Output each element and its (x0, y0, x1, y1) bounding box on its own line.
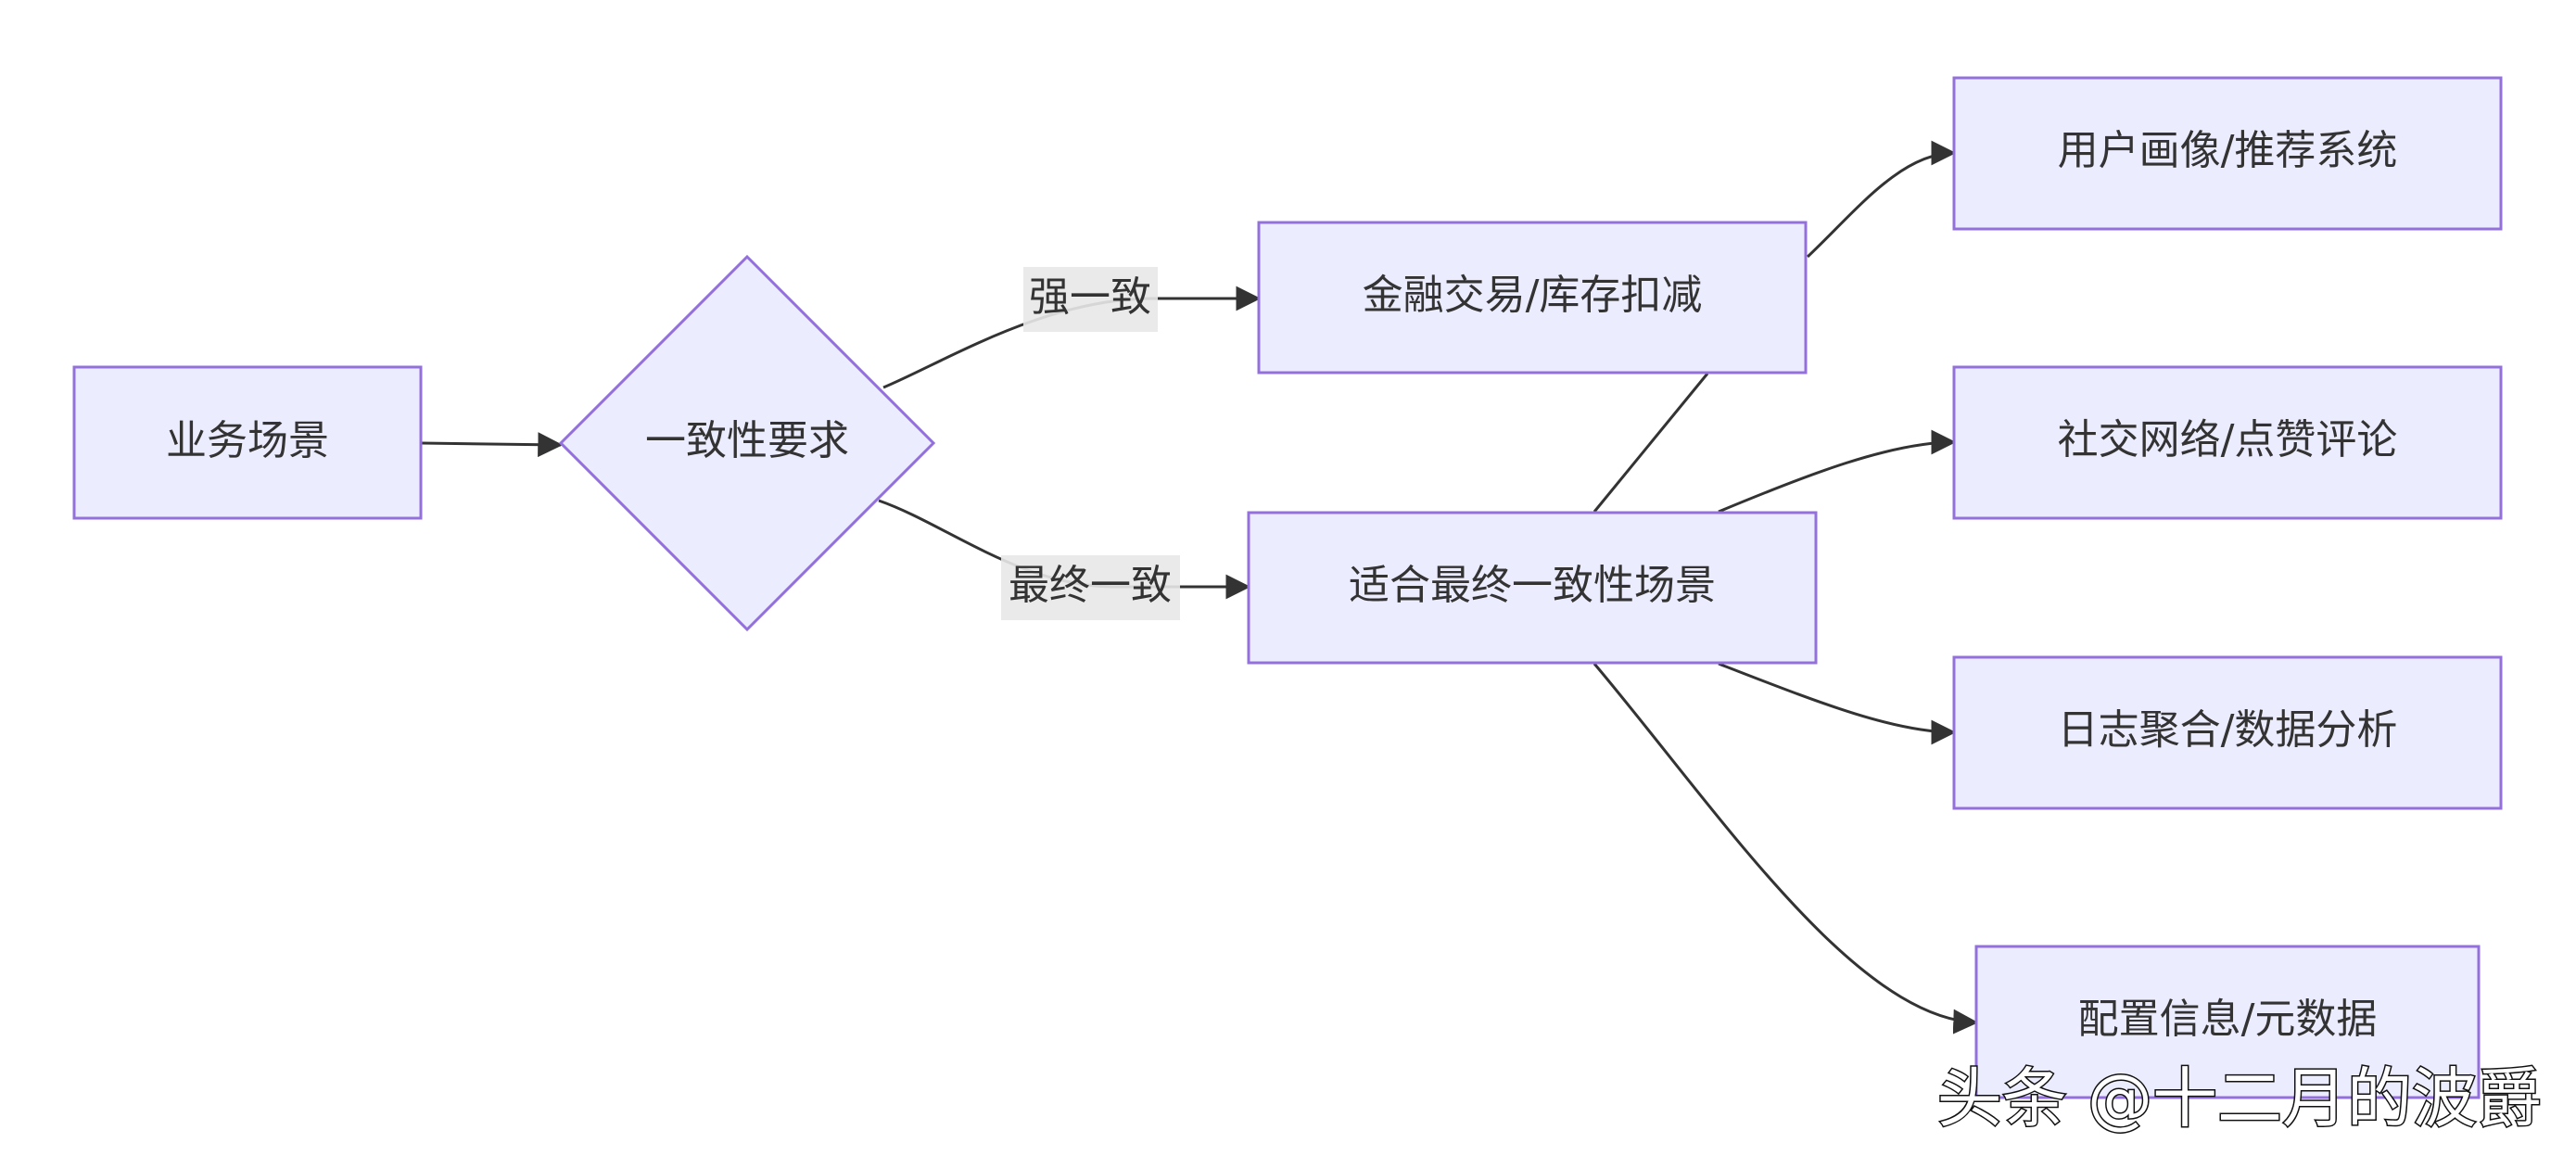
node-business-label: 业务场景 (166, 417, 329, 464)
edge-label-eventual-bg (1001, 555, 1180, 620)
node-finance-label: 金融交易/库存扣减 (1363, 272, 1703, 319)
edges (421, 140, 1979, 1035)
node-config-box (1974, 945, 2481, 1099)
node-profile-box (1952, 76, 2503, 231)
node-logs-label: 日志聚合/数据分析 (2058, 706, 2398, 754)
edge-eventual-to-logs (1718, 662, 1957, 745)
node-logs: 日志聚合/数据分析 (1952, 655, 2503, 810)
node-consistency-diamond (558, 254, 936, 632)
node-eventual-label: 适合最终一致性场景 (1349, 562, 1716, 609)
edge-eventual-up-to-finance (1593, 373, 1709, 513)
edge-finance-to-profile (1806, 140, 1957, 259)
node-social-box (1952, 365, 2503, 520)
node-profile-label: 用户画像/推荐系统 (2058, 127, 2398, 174)
node-eventual: 适合最终一致性场景 (1247, 511, 1818, 665)
edge-eventual-to-social (1718, 429, 1957, 514)
edge-eventual-to-config (1593, 663, 1979, 1035)
edge-label-strong: 强一致 (1023, 267, 1158, 332)
node-logs-box (1952, 655, 2503, 810)
edge-label-eventual: 最终一致 (1001, 555, 1180, 620)
node-eventual-box (1247, 511, 1818, 665)
node-consistency: 一致性要求 (558, 254, 936, 632)
watermark: 头条 @十二月的波爵 (1937, 1060, 2542, 1136)
node-business: 业务场景 (72, 365, 423, 520)
node-business-box (72, 365, 423, 520)
edge-business-to-consistency (421, 432, 564, 458)
node-profile: 用户画像/推荐系统 (1952, 76, 2503, 231)
node-consistency-label: 一致性要求 (645, 417, 849, 464)
edge-label-eventual-text: 最终一致 (1009, 562, 1172, 609)
node-finance: 金融交易/库存扣减 (1257, 221, 1808, 375)
edge-label-strong-bg (1023, 267, 1158, 332)
node-social: 社交网络/点赞评论 (1952, 365, 2503, 520)
node-social-label: 社交网络/点赞评论 (2058, 416, 2398, 463)
edge-label-strong-text: 强一致 (1029, 273, 1151, 321)
node-finance-box (1257, 221, 1808, 375)
node-config-label: 配置信息/元数据 (2078, 996, 2378, 1043)
node-config: 配置信息/元数据 (1974, 945, 2481, 1099)
